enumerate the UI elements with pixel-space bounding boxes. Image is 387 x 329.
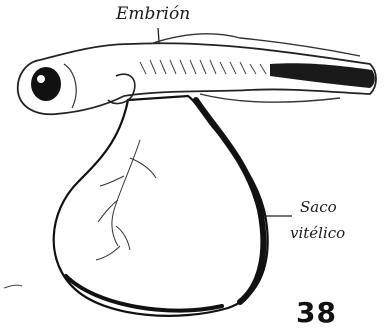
embryo-ventral-fin bbox=[200, 94, 340, 102]
yolk-sac bbox=[54, 96, 268, 316]
figure-number: 38 bbox=[296, 296, 337, 329]
left-edge-mark bbox=[4, 285, 22, 288]
embryo-eye bbox=[31, 67, 61, 101]
embryo-eye-highlight bbox=[37, 75, 45, 83]
yolk-sac-label-line2: vitélico bbox=[290, 224, 345, 242]
embryo-label: Embrión bbox=[116, 4, 190, 24]
yolk-sac-label-line1: Saco bbox=[300, 198, 337, 216]
